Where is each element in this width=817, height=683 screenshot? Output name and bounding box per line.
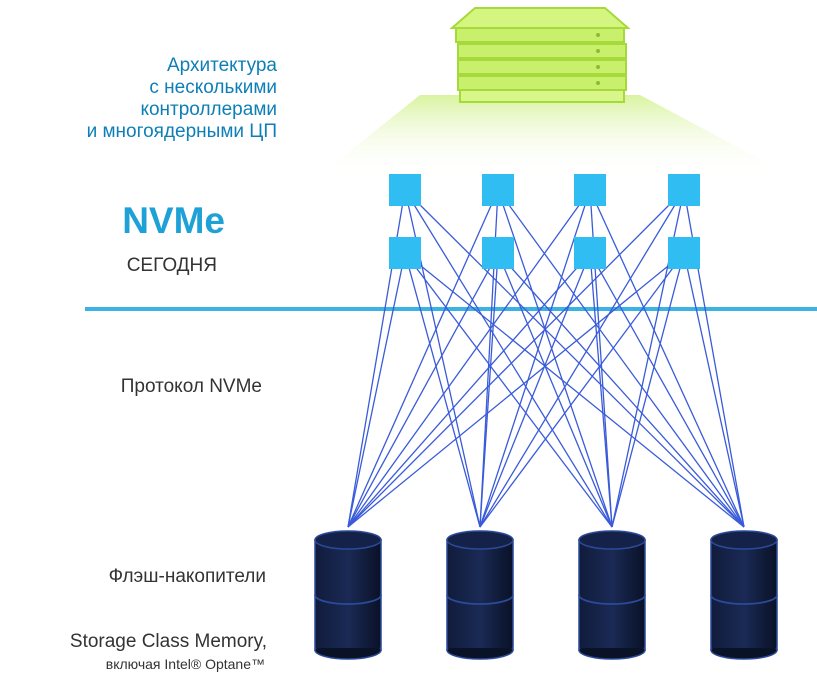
storage-drives (314, 530, 778, 660)
link-line (347, 189, 685, 528)
architecture-line: с несколькими (149, 77, 277, 98)
database-cylinder-icon (578, 530, 646, 660)
controller-square-icon (389, 237, 421, 269)
database-cylinder-icon (446, 530, 514, 660)
link-line (347, 252, 499, 528)
controller-square-icon (668, 174, 700, 206)
architecture-caption: Архитектура с несколькими контроллерами … (87, 55, 277, 143)
nvme-subtitle: СЕГОДНЯ (126, 255, 217, 276)
architecture-line: Архитектура (166, 55, 277, 76)
server-unit (457, 43, 627, 59)
link-line (347, 189, 591, 528)
link-line (497, 252, 613, 528)
server-led (596, 49, 600, 53)
link-line (347, 189, 499, 528)
controller-square-icon (574, 237, 606, 269)
controller-square-icon (574, 174, 606, 206)
server-light-beam (320, 95, 790, 175)
controller-square-icon (668, 237, 700, 269)
link-line (497, 252, 745, 528)
link-line (479, 252, 591, 528)
connection-lines (347, 189, 745, 528)
controller-square-icon (389, 174, 421, 206)
link-line (589, 252, 745, 528)
link-line (611, 252, 685, 528)
link-line (404, 252, 481, 528)
server-led (596, 65, 600, 69)
link-line (404, 252, 745, 528)
server-led (596, 81, 600, 85)
database-cylinder-icon (710, 530, 778, 660)
link-line (347, 252, 591, 528)
protocol-label: Протокол NVMe (120, 376, 262, 397)
server-led (596, 33, 600, 37)
controller-square-icon (482, 174, 514, 206)
flash-label: Флэш-накопители (108, 566, 266, 587)
server-unit (455, 27, 625, 43)
server-unit (457, 75, 627, 91)
server-unit (457, 59, 627, 75)
link-line (404, 189, 745, 528)
link-line (479, 252, 685, 528)
scm-label: Storage Class Memory, (69, 631, 267, 652)
link-line (589, 189, 745, 528)
controller-square-icon (482, 237, 514, 269)
link-line (404, 252, 613, 528)
link-line (479, 252, 499, 528)
database-cylinder-icon (314, 530, 382, 660)
divider-line (85, 307, 817, 311)
link-line (404, 189, 613, 528)
link-line (589, 252, 613, 528)
link-line (347, 252, 406, 528)
link-line (347, 252, 685, 528)
nvme-title: NVMe (122, 200, 225, 241)
server-unit (449, 7, 631, 29)
controllers (389, 174, 700, 269)
scm-sublabel: включая Intel® Optane™ (105, 656, 265, 672)
link-line (683, 252, 745, 528)
architecture-line: контроллерами (140, 99, 277, 120)
link-line (479, 189, 685, 528)
server-unit (459, 89, 625, 103)
link-line (497, 189, 745, 528)
architecture-line: и многоядерными ЦП (86, 121, 277, 142)
server-stack-icon (449, 7, 631, 103)
